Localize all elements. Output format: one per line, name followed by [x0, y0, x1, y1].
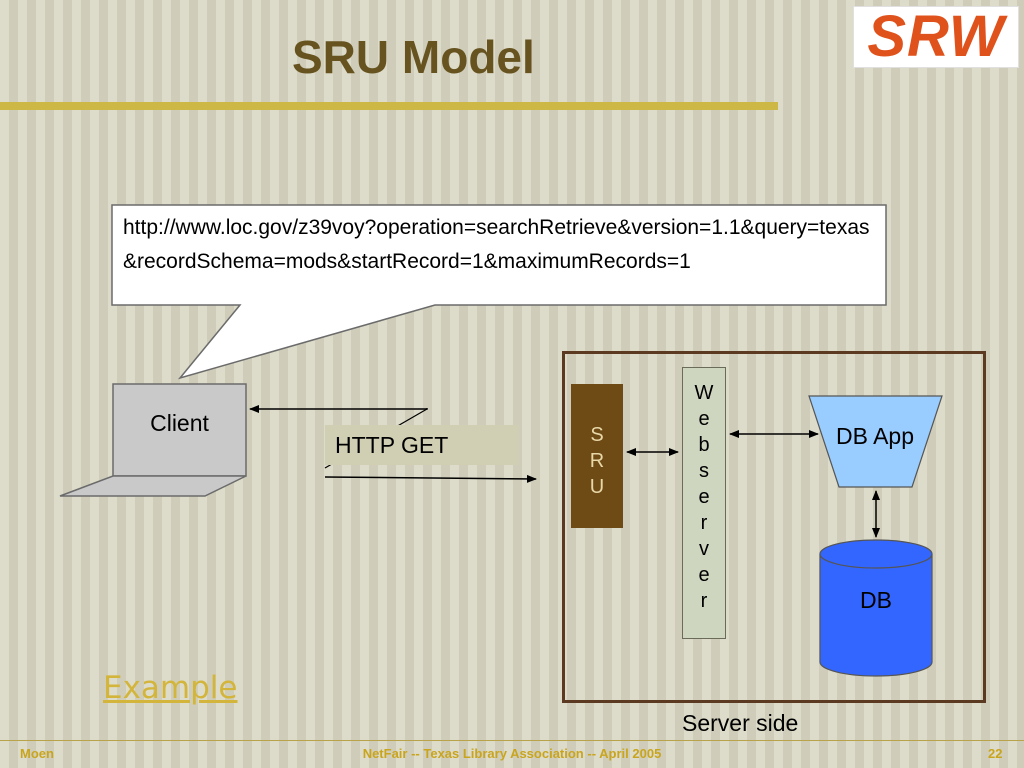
db-cylinder-top	[819, 539, 933, 569]
request-arrow	[324, 474, 537, 483]
webserver-letter: r	[700, 512, 708, 534]
sru-letter: R	[589, 450, 605, 472]
sru-letter: S	[590, 424, 604, 446]
sru-letter: U	[589, 476, 605, 498]
url-callout	[111, 204, 887, 380]
http-get-label: HTTP GET	[325, 425, 519, 465]
example-link[interactable]: Example	[103, 670, 238, 706]
response-arrow	[249, 405, 428, 413]
webserver-letter: b	[698, 434, 710, 456]
footer-author: Moen	[20, 746, 54, 761]
server-boundary	[562, 351, 986, 703]
webserver-letter: e	[698, 486, 710, 508]
request-url-text: http://www.loc.gov/z39voy?operation=sear…	[123, 216, 870, 273]
webserver-letter: v	[699, 538, 709, 560]
title-underline	[0, 102, 778, 110]
webserver-letter: e	[698, 408, 710, 430]
client-screen	[112, 383, 247, 477]
logo-text: SRW	[867, 4, 1005, 69]
sru-component: S R U	[571, 384, 623, 528]
dbapp-label: DB App	[836, 423, 914, 449]
client-label: Client	[150, 410, 209, 436]
webserver-letter: W	[694, 382, 714, 404]
footer-page-number: 22	[988, 746, 1003, 761]
webserver-component: W e b s e r v e r	[682, 367, 726, 639]
srw-logo: SRW	[853, 6, 1019, 68]
db-label: DB	[860, 587, 892, 613]
server-side-caption: Server side	[682, 710, 799, 736]
webserver-letter: e	[698, 564, 710, 586]
db-cylinder	[819, 554, 933, 677]
webserver-letter: r	[700, 590, 708, 612]
dbapp-shape	[808, 395, 943, 488]
footer-divider	[0, 740, 1024, 741]
slide-title: SRU Model	[292, 31, 535, 83]
footer-event: NetFair -- Texas Library Association -- …	[362, 746, 662, 761]
client-keyboard	[59, 475, 247, 497]
webserver-letter: s	[699, 460, 709, 482]
